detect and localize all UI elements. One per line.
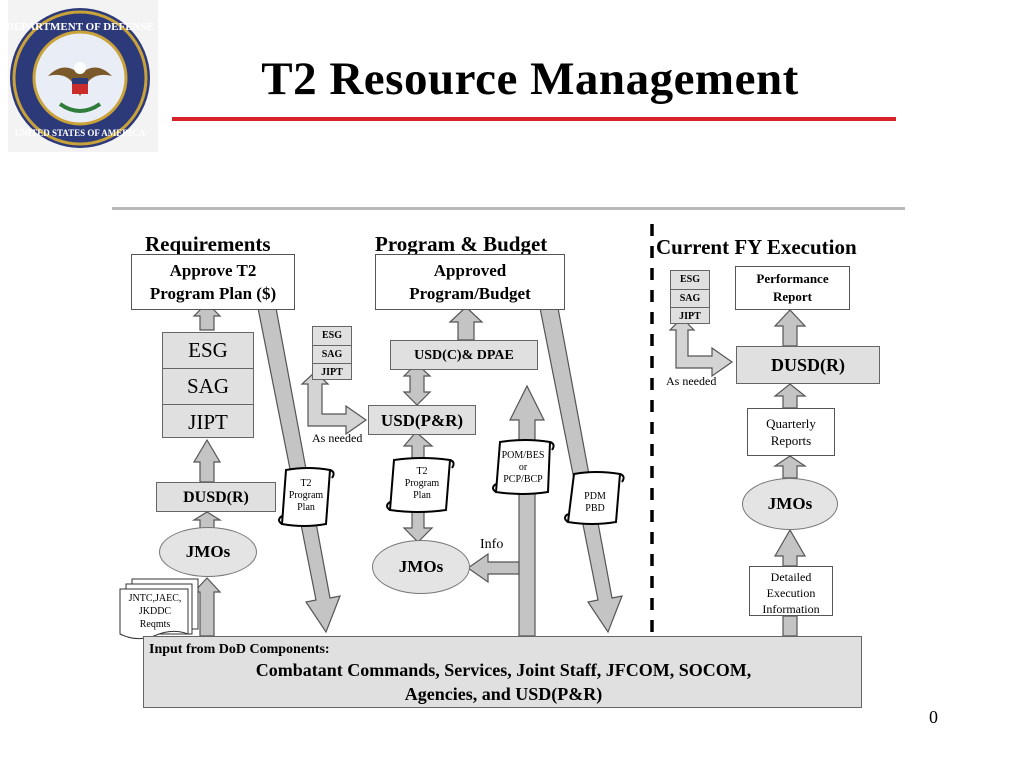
arrow-up-quarterly-to-dusd — [773, 383, 807, 409]
pb-as-needed-label: As needed — [312, 431, 363, 445]
department-of-defense-seal-icon: DEPARTMENT OF DEFENSE UNITED STATES OF A… — [6, 0, 158, 152]
execution-header: Current FY Execution — [656, 235, 857, 259]
pb-sag-label: SAG — [313, 346, 351, 364]
req-dusd-box: DUSD(R) — [156, 482, 276, 512]
arrow-up-input-to-usdpr — [509, 384, 545, 637]
approve-t2-plan-box: Approve T2 Program Plan ($) — [131, 254, 295, 310]
dod-input-line2: Agencies, and USD(P&R) — [404, 684, 603, 704]
approved-program-budget-box: Approved Program/Budget — [375, 254, 565, 310]
performance-report-box: Performance Report — [735, 266, 850, 310]
arrow-up-usdc-to-approved — [448, 306, 484, 341]
t2-plan-scroll-left — [278, 467, 335, 527]
svg-text:UNITED STATES OF AMERICA: UNITED STATES OF AMERICA — [15, 128, 146, 138]
arrow-up-jmos-to-quarterly — [773, 455, 807, 479]
req-committee-stack: ESG SAG JIPT — [162, 332, 254, 438]
page-number: 0 — [929, 707, 938, 727]
quarterly-reports-box: Quarterly Reports — [747, 408, 835, 456]
arrow-up-input-to-detailed — [782, 615, 798, 637]
pom-bes-scroll — [492, 439, 555, 495]
t2-plan-scroll-left-label: T2 Program Plan — [288, 478, 324, 513]
dod-input-line1: Combatant Commands, Services, Joint Staf… — [255, 660, 752, 680]
detailed-execution-box: Detailed Execution Information — [749, 566, 833, 616]
ex-jipt-label: JIPT — [679, 311, 701, 322]
pb-mini-committee-stack: ESG SAG JIPT — [312, 326, 352, 380]
jipt-label: JIPT — [188, 410, 228, 434]
requirements-header: Requirements — [145, 232, 271, 256]
title-underline — [172, 117, 896, 121]
esg-label: ESG — [163, 333, 253, 369]
arrow-diag-approved-to-input — [539, 307, 623, 634]
dod-seal-logo: DEPARTMENT OF DEFENSE UNITED STATES OF A… — [6, 0, 158, 152]
arrow-bidir-usdc-usdpr — [402, 363, 432, 406]
info-label: Info — [480, 537, 504, 552]
arrow-info-left-to-jmos — [466, 552, 520, 584]
ex-as-needed-label: As needed — [666, 374, 717, 388]
arrow-as-needed-left — [300, 371, 368, 436]
arrow-up-dusd-to-report — [773, 309, 807, 347]
ex-jmos-ellipse: JMOs — [742, 478, 838, 530]
usdc-dpae-box: USD(C)& DPAE — [390, 340, 538, 370]
req-jmos-ellipse: JMOs — [159, 527, 257, 577]
arrow-up-input-to-jmos — [192, 577, 222, 637]
arrow-up-detailed-to-jmos — [773, 528, 807, 567]
ex-sag-label: SAG — [671, 290, 709, 308]
pdm-pbd-scroll — [564, 471, 625, 525]
sag-label: SAG — [163, 369, 253, 405]
svg-text:DEPARTMENT OF DEFENSE: DEPARTMENT OF DEFENSE — [8, 21, 154, 33]
pom-bes-scroll-label: POM/BES or PCP/BCP — [501, 450, 545, 485]
dod-input-box: Input from DoD Components: Combatant Com… — [143, 636, 862, 708]
ex-dusd-box: DUSD(R) — [736, 346, 880, 384]
program-budget-header: Program & Budget — [375, 232, 548, 256]
t2-plan-scroll-center-label: T2 Program Plan — [404, 466, 440, 501]
ex-esg-label: ESG — [671, 271, 709, 290]
pdm-pbd-scroll-label: PDM PBD — [584, 491, 606, 514]
t2-plan-scroll-center — [386, 457, 455, 513]
pb-jmos-ellipse: JMOs — [372, 540, 470, 594]
diagram-top-rule — [112, 207, 905, 210]
pb-esg-label: ESG — [313, 327, 351, 346]
reqmts-docs-label: JNTC,JAEC, JKDDC Reqmts — [128, 593, 182, 630]
arrow-as-needed-right — [668, 317, 734, 378]
page-title: T2 Resource Management — [261, 53, 799, 105]
dod-input-label: Input from DoD Components: — [149, 642, 330, 657]
ex-mini-committee-stack: ESG SAG JIPT — [670, 270, 710, 324]
usdpr-box: USD(P&R) — [368, 405, 476, 435]
arrow-up-dusd-to-jipt — [192, 438, 222, 483]
reqmts-docs-stack — [119, 578, 199, 640]
pb-jipt-label: JIPT — [321, 367, 343, 378]
